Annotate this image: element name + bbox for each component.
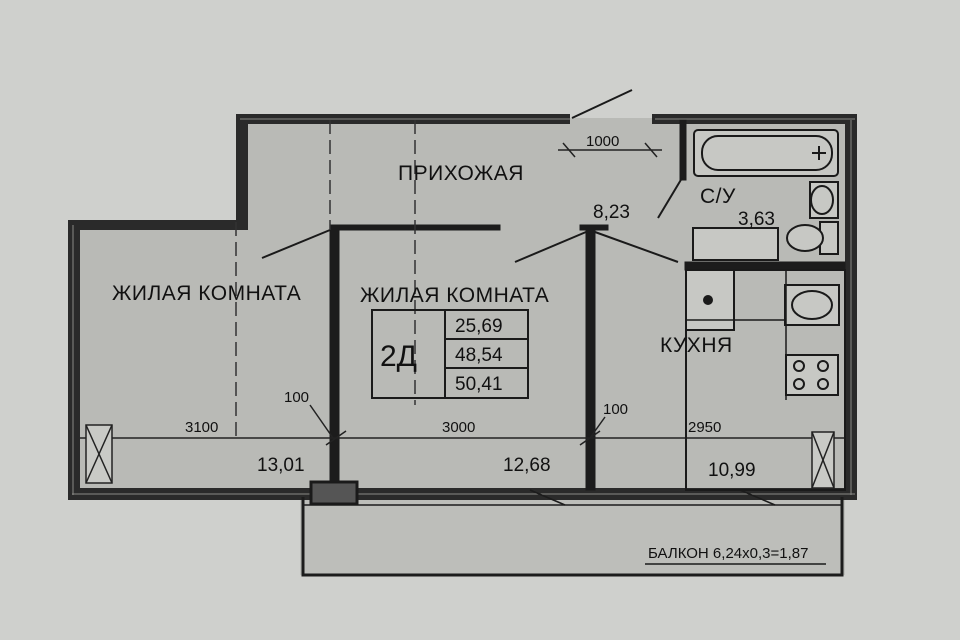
living-mid-area: 12,68 (503, 455, 551, 476)
washing-machine-icon (692, 227, 779, 261)
width-mid-dimension: 3000 (442, 419, 475, 436)
hallway-area: 8,23 (593, 202, 630, 223)
living-mid-label: ЖИЛАЯ КОМНАТА (360, 284, 549, 307)
window-left (85, 424, 113, 484)
stove-icon (785, 354, 839, 396)
door-width-dimension: 1000 (586, 133, 619, 150)
kitchen-area: 10,99 (708, 460, 756, 481)
washbasin-icon (809, 181, 839, 219)
balcony-floor (300, 497, 845, 575)
kitchen-label: КУХНЯ (660, 334, 733, 357)
total-with-balcony-value: 50,41 (455, 374, 503, 395)
axis-lines (235, 120, 416, 440)
width-right-dimension: 2950 (688, 419, 721, 436)
wall-hatching (72, 118, 855, 495)
apartment-type: 2Д (380, 340, 417, 373)
balcony (301, 480, 844, 577)
toilet-icon (786, 221, 839, 255)
width-left-dimension: 3100 (185, 419, 218, 436)
bathroom-label: С/У (700, 185, 736, 208)
balcony-label: БАЛКОН 6,24х0,3=1,87 (648, 545, 808, 562)
wall-right-dimension: 100 (603, 401, 628, 418)
living-area-value: 25,69 (455, 316, 503, 337)
door-swings (261, 177, 683, 263)
hallway-label: ПРИХОЖАЯ (398, 162, 524, 185)
floor-fill (72, 118, 850, 575)
bathroom-area: 3,63 (738, 209, 775, 230)
door-dimension (558, 142, 662, 158)
living-left-area: 13,01 (257, 455, 305, 476)
entrance-door (571, 89, 633, 119)
bathtub-icon (693, 129, 839, 177)
area-table (371, 309, 529, 399)
wall-left-dimension: 100 (284, 389, 309, 406)
window-right (811, 431, 835, 489)
dimension-line (80, 404, 845, 446)
living-left-label: ЖИЛАЯ КОМНАТА (112, 282, 301, 305)
total-area-value: 48,54 (455, 345, 503, 366)
